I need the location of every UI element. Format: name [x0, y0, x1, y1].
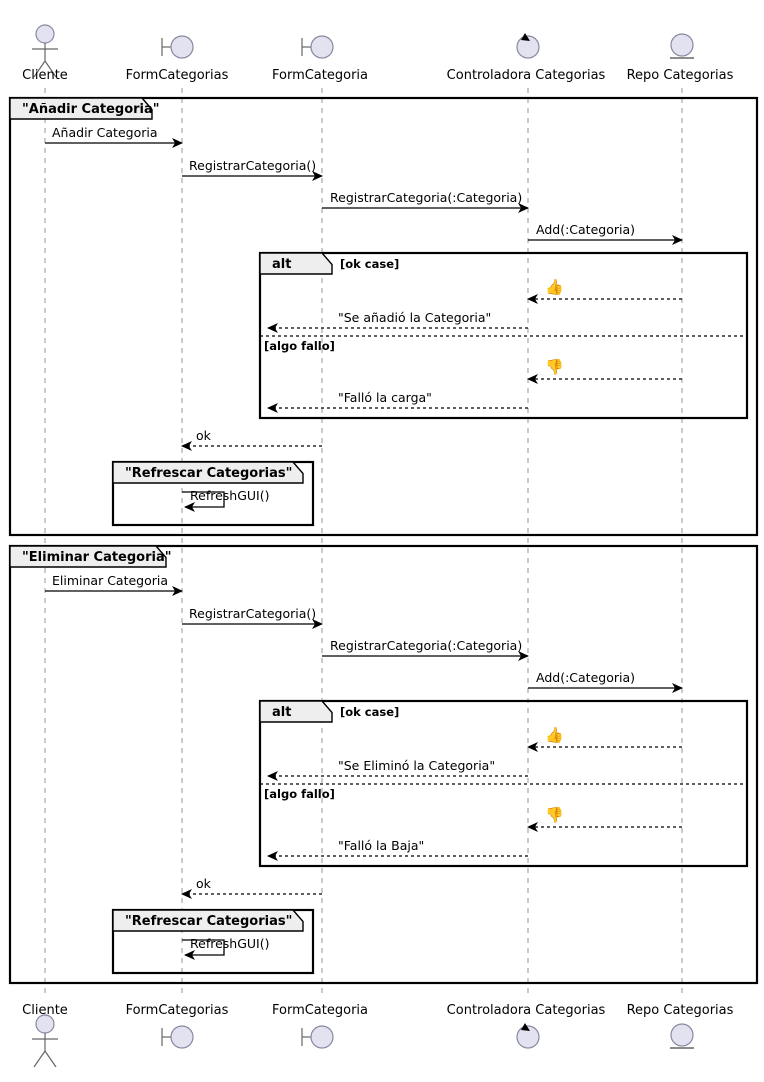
- inner-fragment-eliminar-tab: [112, 909, 304, 932]
- alt-message-eliminar-0-1-label: "Se Eliminó la Categoria": [338, 758, 495, 773]
- boundary-icon: [161, 1025, 194, 1049]
- alt-guard-anadir-1: [algo fallo]: [264, 339, 335, 353]
- participant-label-footer-repo: Repo Categorias: [627, 1003, 734, 1018]
- thumbs-down-icon: 👎: [545, 806, 564, 824]
- actor-leg-left-icon: [33, 1050, 46, 1068]
- thumbs-down-icon: 👎: [545, 358, 564, 376]
- fragment-anadir-tab: [9, 97, 153, 120]
- actor-leg-left-icon: [33, 60, 46, 78]
- message-anadir-1-label: RegistrarCategoria(): [189, 158, 316, 173]
- inner-anadir-self-label: RefreshGUI(): [190, 488, 269, 503]
- message-eliminar-0-label: Eliminar Categoria: [52, 573, 168, 588]
- message-anadir-2-label: RegistrarCategoria(:Categoria): [330, 190, 522, 205]
- entity-icon: [670, 33, 694, 59]
- boundary-circle-icon: [310, 1025, 334, 1049]
- control-icon: [516, 1023, 540, 1049]
- alt-guard-anadir-0: [ok case]: [340, 257, 399, 271]
- message-anadir-0-label: Añadir Categoria: [52, 125, 158, 140]
- actor-head-icon: [35, 1014, 55, 1034]
- control-arrow-icon: [521, 1023, 530, 1031]
- actor-icon: [32, 24, 58, 78]
- alt-message-anadir-0-1-label: "Se añadió la Categoria": [338, 310, 491, 325]
- alt-fragment-eliminar-label: alt: [272, 705, 291, 720]
- participant-label-formcategoria: FormCategoria: [272, 68, 368, 83]
- inner-fragment-anadir-tab: [112, 461, 304, 484]
- inner-fragment-eliminar-label: "Refrescar Categorias": [125, 914, 292, 929]
- control-icon: [516, 33, 540, 59]
- participant-label-footer-formcategorias: FormCategorias: [126, 1003, 229, 1018]
- fragments-layer: "Añadir Categoria" alt [ok case] [algo fall…: [8, 96, 759, 985]
- thumbs-up-icon: 👍: [545, 726, 564, 744]
- entity-circle-icon: [670, 33, 694, 57]
- alt-guard-eliminar-1: [algo fallo]: [264, 787, 335, 801]
- entity-icon: [670, 1023, 694, 1049]
- boundary-icon: [161, 35, 194, 59]
- thumbs-up-icon: 👍: [545, 278, 564, 296]
- control-circle-icon: [516, 35, 540, 59]
- alt-fragment-eliminar-tab: [259, 700, 333, 723]
- boundary-circle-icon: [170, 35, 194, 59]
- fragment-anadir-label: "Añadir Categoria": [22, 102, 160, 117]
- fragment-eliminar-box: [8, 544, 759, 985]
- participant-heads-layer: ClienteClienteFormCategoriasFormCategori…: [22, 24, 734, 1068]
- message-eliminar-1-label: RegistrarCategoria(): [189, 606, 316, 621]
- alt-guard-eliminar-0: [ok case]: [340, 705, 399, 719]
- control-circle-icon: [516, 1025, 540, 1049]
- participant-label-footer-controladora: Controladora Categorias: [447, 1003, 606, 1018]
- actor-leg-right-icon: [44, 60, 57, 78]
- alt-fragment-anadir-tab: [259, 252, 333, 275]
- inner-anadir-self-arrow: [182, 491, 225, 512]
- participant-label-footer-cliente: Cliente: [22, 1003, 68, 1018]
- alt-message-eliminar-1-1-label: "Falló la Baja": [338, 838, 424, 853]
- fragment-anadir-box: [8, 96, 759, 537]
- inner-eliminar-self-arrow: [182, 939, 225, 960]
- fragment-eliminar-tab: [9, 545, 167, 568]
- control-arrow-icon: [521, 33, 530, 41]
- message-eliminar-4-label: ok: [196, 876, 212, 891]
- actor-head-icon: [35, 24, 55, 44]
- participant-label-formcategorias: FormCategorias: [126, 68, 229, 83]
- participant-label-controladora: Controladora Categorias: [447, 68, 606, 83]
- message-anadir-4-label: ok: [196, 428, 212, 443]
- participant-label-cliente: Cliente: [22, 68, 68, 83]
- participant-label-footer-formcategoria: FormCategoria: [272, 1003, 368, 1018]
- message-anadir-3-label: Add(:Categoria): [536, 222, 635, 237]
- message-eliminar-2-label: RegistrarCategoria(:Categoria): [330, 638, 522, 653]
- entity-circle-icon: [670, 1023, 694, 1047]
- alt-message-anadir-1-1-label: "Falló la carga": [338, 390, 432, 405]
- boundary-icon: [301, 1025, 334, 1049]
- boundary-icon: [301, 35, 334, 59]
- inner-eliminar-self-label: RefreshGUI(): [190, 936, 269, 951]
- fragment-eliminar-label: "Eliminar Categoria": [22, 550, 172, 565]
- boundary-circle-icon: [170, 1025, 194, 1049]
- message-eliminar-3-label: Add(:Categoria): [536, 670, 635, 685]
- boundary-circle-icon: [310, 35, 334, 59]
- actor-icon: [32, 1014, 58, 1068]
- actor-leg-right-icon: [44, 1050, 57, 1068]
- alt-fragment-anadir-label: alt: [272, 257, 291, 272]
- participant-label-repo: Repo Categorias: [627, 68, 734, 83]
- inner-fragment-anadir-label: "Refrescar Categorias": [125, 466, 292, 481]
